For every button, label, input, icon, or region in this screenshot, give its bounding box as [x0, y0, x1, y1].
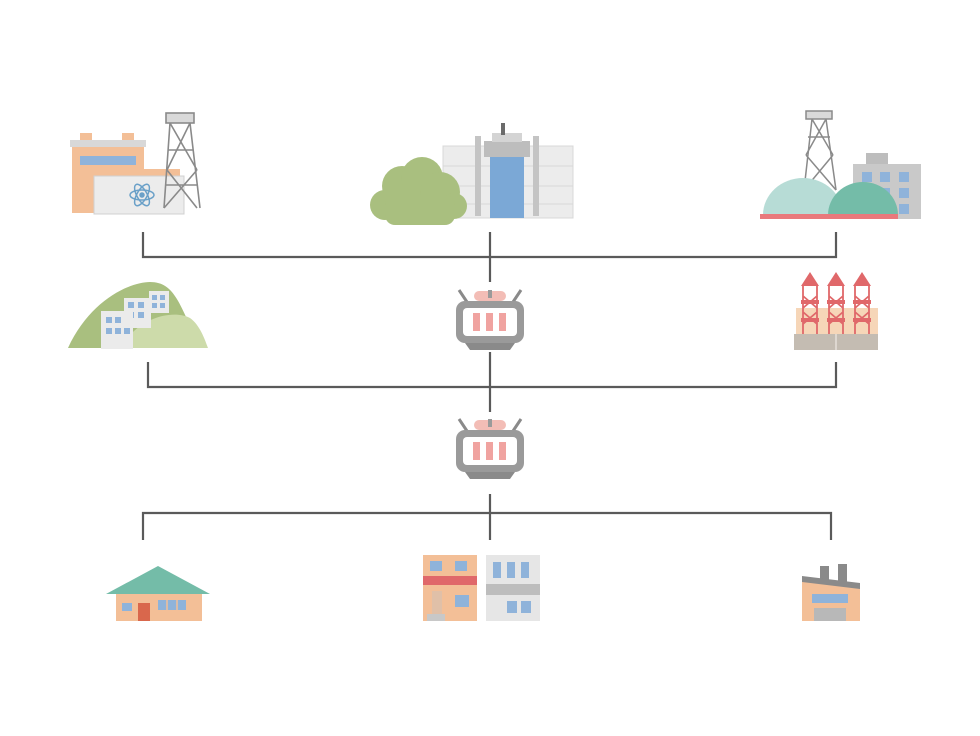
house-icon — [106, 566, 210, 621]
hydroelectric-dam-icon — [370, 123, 574, 225]
small-factory-icon — [802, 564, 860, 621]
lng-thermal-power-plant-icon — [760, 110, 921, 219]
shops-and-offices-icon — [423, 555, 540, 621]
connector-lines — [141, 232, 838, 540]
atom-symbol — [129, 183, 155, 207]
nuclear-power-plant-icon — [70, 112, 201, 215]
transformer-icon — [456, 289, 524, 350]
hillside-buildings-icon — [68, 282, 208, 349]
distribution-transformer-icon — [456, 418, 524, 479]
tree-icon — [370, 157, 467, 225]
connector-bottom-tier — [141, 494, 833, 540]
connector-top-tier — [141, 232, 838, 282]
chimney-factory-icon — [794, 272, 878, 350]
connector-middle-tier — [146, 352, 838, 412]
